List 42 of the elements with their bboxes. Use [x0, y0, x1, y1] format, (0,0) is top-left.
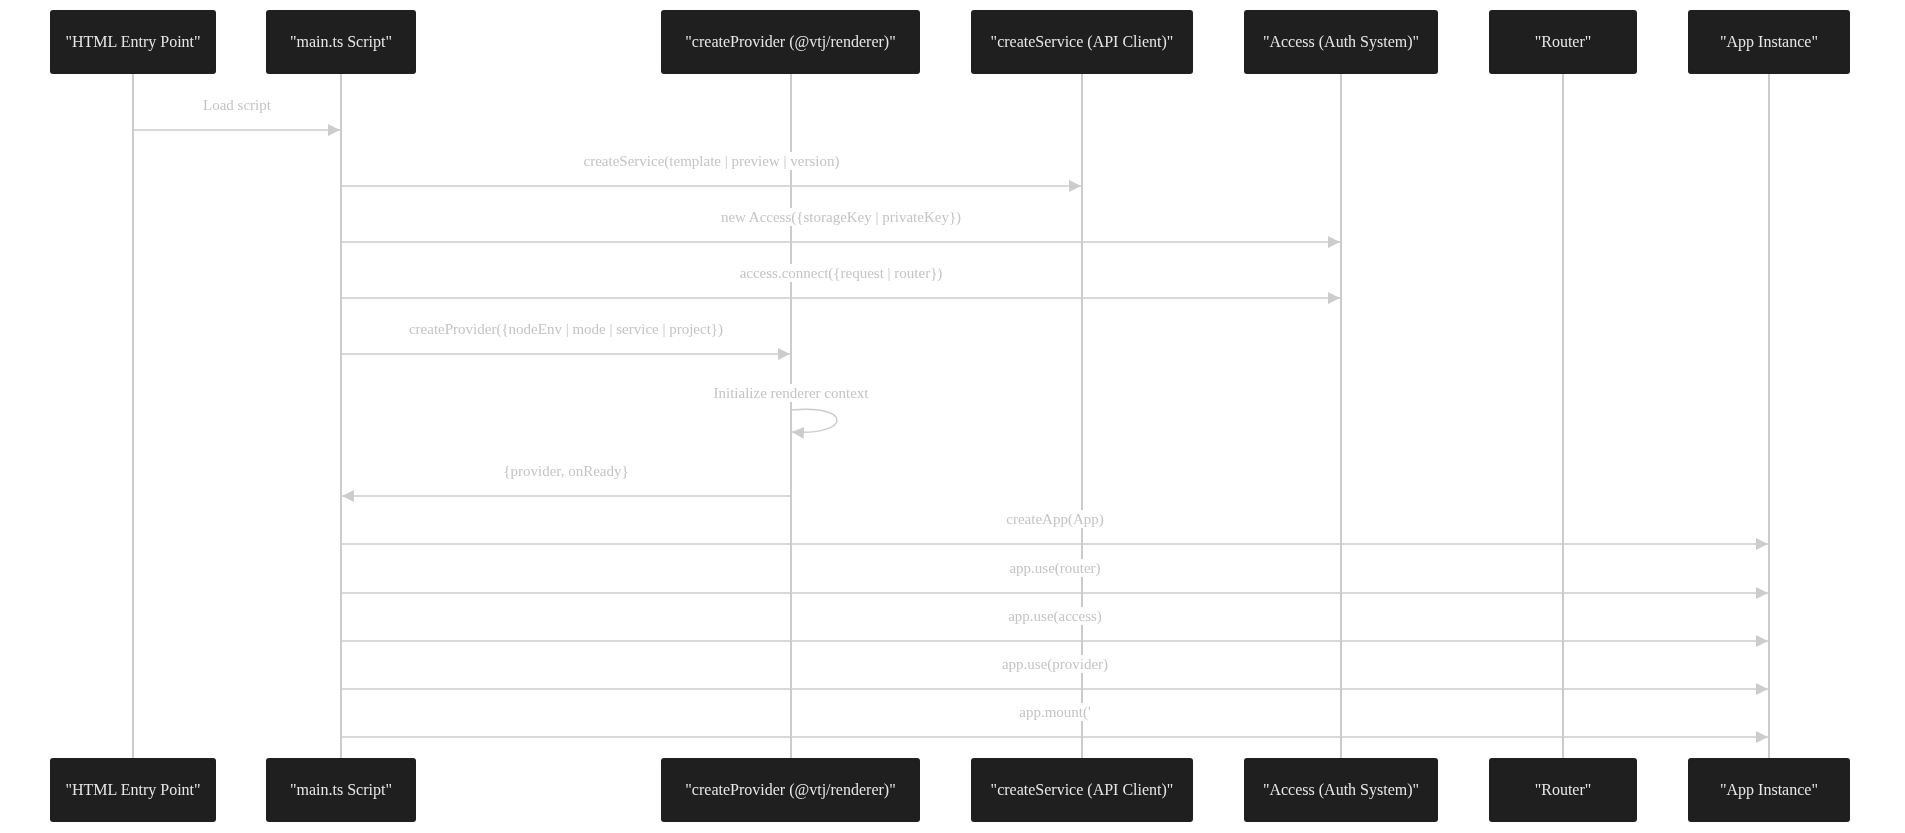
lifeline	[1081, 74, 1083, 758]
participant-box: "Access (Auth System)"	[1244, 10, 1438, 74]
message-label: createApp(App)	[1004, 510, 1106, 528]
message-label: createService(template | preview | version)	[581, 152, 842, 170]
lifeline	[1768, 74, 1770, 758]
participant-box: "createService (API Client)"	[971, 10, 1193, 74]
participant-box: "App Instance"	[1688, 10, 1850, 74]
participant-box: "Router"	[1489, 10, 1637, 74]
lifeline	[1340, 74, 1342, 758]
message-label: access.connect({request | router})	[737, 264, 945, 282]
message-arrow	[341, 731, 1769, 743]
participant-box: "App Instance"	[1688, 758, 1850, 822]
message-arrow	[341, 635, 1769, 647]
message-arrow	[341, 292, 1341, 304]
message-label: Initialize renderer context	[711, 384, 871, 402]
message-label: app.use(provider)	[999, 655, 1111, 673]
message-arrow	[133, 124, 341, 136]
participant-box: "createProvider (@vtj/renderer)"	[661, 758, 920, 822]
participant-box: "main.ts Script"	[266, 758, 416, 822]
participant-box: "Router"	[1489, 758, 1637, 822]
message-arrow	[341, 538, 1769, 550]
message-arrow	[341, 683, 1769, 695]
participant-box: "HTML Entry Point"	[50, 758, 216, 822]
participant-box: "Access (Auth System)"	[1244, 758, 1438, 822]
participant-box: "HTML Entry Point"	[50, 10, 216, 74]
message-label: app.use(router)	[1007, 559, 1103, 577]
message-label: app.use(access)	[1006, 607, 1104, 625]
participant-box: "createProvider (@vtj/renderer)"	[661, 10, 920, 74]
message-label: app.mount('	[1017, 703, 1093, 721]
participant-box: "main.ts Script"	[266, 10, 416, 74]
message-arrow	[341, 236, 1341, 248]
lifeline	[1562, 74, 1564, 758]
message-arrow	[791, 408, 838, 439]
message-arrow	[341, 348, 791, 360]
message-arrow	[341, 180, 1082, 192]
lifeline	[790, 74, 792, 758]
lifeline	[132, 74, 134, 758]
message-arrow	[341, 587, 1769, 599]
participant-box: "createService (API Client)"	[971, 758, 1193, 822]
message-arrow	[341, 490, 791, 502]
lifeline	[340, 74, 342, 758]
message-label: new Access({storageKey | privateKey})	[718, 208, 964, 226]
